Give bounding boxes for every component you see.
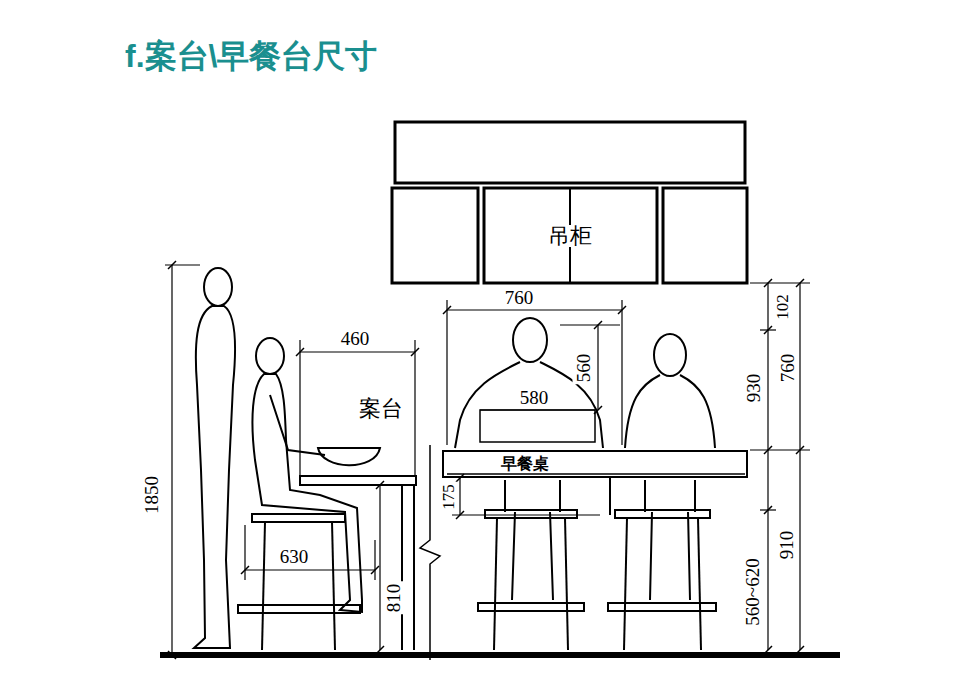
dimension-label: 560~620 [742, 556, 763, 627]
node-label: 吊柜 [546, 225, 594, 247]
dimension-label: 560 [573, 352, 594, 385]
dimension-label: 760 [503, 287, 536, 308]
dimension-label: 102 [773, 292, 792, 322]
title: f.案台\早餐台尺寸 [125, 40, 377, 72]
dimension-label: 580 [518, 387, 551, 408]
dimension-label: 175 [439, 482, 458, 512]
dimension-label: 910 [776, 529, 797, 562]
dimension-label: 630 [278, 546, 311, 567]
dimension-label: 760 [777, 352, 798, 385]
node-label: 早餐桌 [499, 456, 551, 472]
dimension-label: 930 [743, 372, 764, 405]
dimension-label: 1850 [141, 474, 162, 516]
cabinet-box: 吊柜 [392, 188, 748, 283]
table-box: 早餐桌 [442, 450, 748, 478]
dimension-label: 案台 [357, 397, 405, 421]
dimension-label: 810 [383, 582, 404, 615]
dimension-label: 460 [339, 328, 372, 349]
